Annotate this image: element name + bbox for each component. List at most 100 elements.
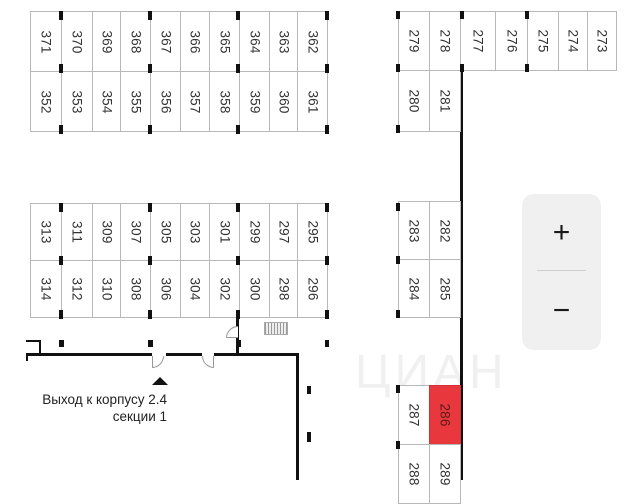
pillar	[148, 310, 152, 319]
parking-spot-299[interactable]: 299	[239, 203, 270, 261]
parking-spot-308[interactable]: 308	[120, 260, 151, 318]
parking-spot-label: 300	[247, 277, 262, 301]
parking-spot-295[interactable]: 295	[297, 203, 328, 261]
parking-spot-367[interactable]: 367	[150, 11, 181, 72]
parking-spot-313[interactable]: 313	[30, 203, 62, 261]
parking-spot-370[interactable]: 370	[61, 11, 93, 72]
pillar	[236, 203, 240, 212]
exit-label-line2: секции 1	[112, 409, 167, 424]
parking-spot-label: 369	[99, 29, 114, 54]
parking-spot-label: 364	[247, 29, 262, 54]
zoom-out-button[interactable]: −	[522, 276, 601, 346]
parking-spot-label: 358	[217, 89, 232, 114]
parking-spot-label: 355	[128, 89, 143, 114]
parking-spot-360[interactable]: 360	[269, 71, 298, 132]
parking-spot-306[interactable]: 306	[150, 260, 181, 318]
parking-spot-label: 287	[406, 403, 422, 427]
parking-spot-358[interactable]: 358	[209, 71, 240, 132]
wall-exit-corner	[26, 340, 40, 342]
pillar	[236, 125, 240, 134]
pillar	[396, 310, 400, 318]
parking-spot-label: 359	[247, 89, 262, 114]
parking-spot-286[interactable]: 286	[429, 385, 461, 445]
parking-spot-285[interactable]: 285	[429, 259, 461, 318]
parking-spot-371[interactable]: 371	[30, 11, 62, 72]
parking-spot-356[interactable]: 356	[150, 71, 181, 132]
parking-spot-label: 280	[406, 89, 422, 113]
parking-spot-364[interactable]: 364	[239, 11, 270, 72]
parking-spot-284[interactable]: 284	[398, 259, 430, 318]
parking-spot-282[interactable]: 282	[429, 201, 461, 260]
parking-spot-288[interactable]: 288	[398, 444, 430, 504]
parking-spot-361[interactable]: 361	[297, 71, 328, 132]
parking-spot-278[interactable]: 278	[429, 11, 461, 71]
zoom-control: + −	[522, 194, 601, 350]
parking-spot-357[interactable]: 357	[180, 71, 210, 132]
parking-spot-354[interactable]: 354	[92, 71, 121, 132]
pillar	[59, 125, 63, 134]
parking-spot-297[interactable]: 297	[269, 203, 298, 261]
pillar	[236, 11, 240, 20]
pillar	[59, 340, 64, 347]
parking-spot-label: 312	[69, 277, 85, 301]
parking-spot-363[interactable]: 363	[269, 11, 298, 72]
parking-spot-label: 362	[305, 29, 320, 54]
parking-spot-label: 283	[406, 218, 422, 243]
parking-spot-303[interactable]: 303	[180, 203, 210, 261]
pillar	[59, 310, 63, 319]
pillar	[396, 203, 400, 211]
parking-spot-310[interactable]: 310	[92, 260, 121, 318]
parking-spot-309[interactable]: 309	[92, 203, 121, 261]
pillar	[325, 340, 329, 347]
parking-spot-281[interactable]: 281	[429, 70, 461, 132]
pillar	[148, 256, 152, 265]
pillar	[325, 11, 329, 20]
parking-spot-355[interactable]: 355	[120, 71, 151, 132]
parking-spot-305[interactable]: 305	[150, 203, 181, 261]
parking-spot-label: 363	[276, 29, 291, 54]
pillar	[148, 64, 152, 73]
pillar	[59, 11, 63, 20]
parking-spot-312[interactable]: 312	[61, 260, 93, 318]
parking-spot-302[interactable]: 302	[209, 260, 240, 318]
parking-spot-314[interactable]: 314	[30, 260, 62, 318]
pillar	[325, 310, 329, 319]
pillar	[460, 11, 464, 19]
parking-spot-279[interactable]: 279	[398, 11, 430, 71]
zoom-in-button[interactable]: +	[522, 198, 601, 268]
parking-spot-label: 367	[158, 29, 173, 54]
parking-spot-368[interactable]: 368	[120, 11, 151, 72]
parking-spot-311[interactable]: 311	[61, 203, 93, 261]
parking-spot-274[interactable]: 274	[558, 11, 588, 71]
parking-spot-296[interactable]: 296	[297, 260, 328, 318]
parking-spot-307[interactable]: 307	[120, 203, 151, 261]
pillar	[236, 64, 240, 73]
parking-spot-280[interactable]: 280	[398, 70, 430, 132]
parking-spot-304[interactable]: 304	[180, 260, 210, 318]
pillar	[148, 340, 153, 347]
parking-spot-369[interactable]: 369	[92, 11, 121, 72]
pillar	[396, 125, 400, 133]
parking-spot-287[interactable]: 287	[398, 385, 430, 445]
parking-spot-353[interactable]: 353	[61, 71, 93, 132]
parking-spot-362[interactable]: 362	[297, 11, 328, 72]
parking-spot-300[interactable]: 300	[239, 260, 270, 318]
parking-spot-273[interactable]: 273	[587, 11, 617, 71]
pillar	[525, 11, 529, 19]
pillar	[396, 11, 400, 19]
parking-spot-352[interactable]: 352	[30, 71, 62, 132]
parking-spot-275[interactable]: 275	[527, 11, 559, 71]
parking-spot-277[interactable]: 277	[460, 11, 496, 71]
wall-exit-horizontal-3	[214, 353, 299, 356]
parking-spot-label: 310	[99, 277, 114, 301]
parking-spot-label: 308	[128, 277, 143, 301]
parking-spot-283[interactable]: 283	[398, 201, 430, 260]
parking-spot-298[interactable]: 298	[269, 260, 298, 318]
parking-spot-365[interactable]: 365	[209, 11, 240, 72]
parking-spot-label: 282	[437, 218, 453, 243]
parking-spot-366[interactable]: 366	[180, 11, 210, 72]
parking-spot-289[interactable]: 289	[429, 444, 461, 504]
parking-spot-359[interactable]: 359	[239, 71, 270, 132]
parking-spot-276[interactable]: 276	[495, 11, 528, 71]
